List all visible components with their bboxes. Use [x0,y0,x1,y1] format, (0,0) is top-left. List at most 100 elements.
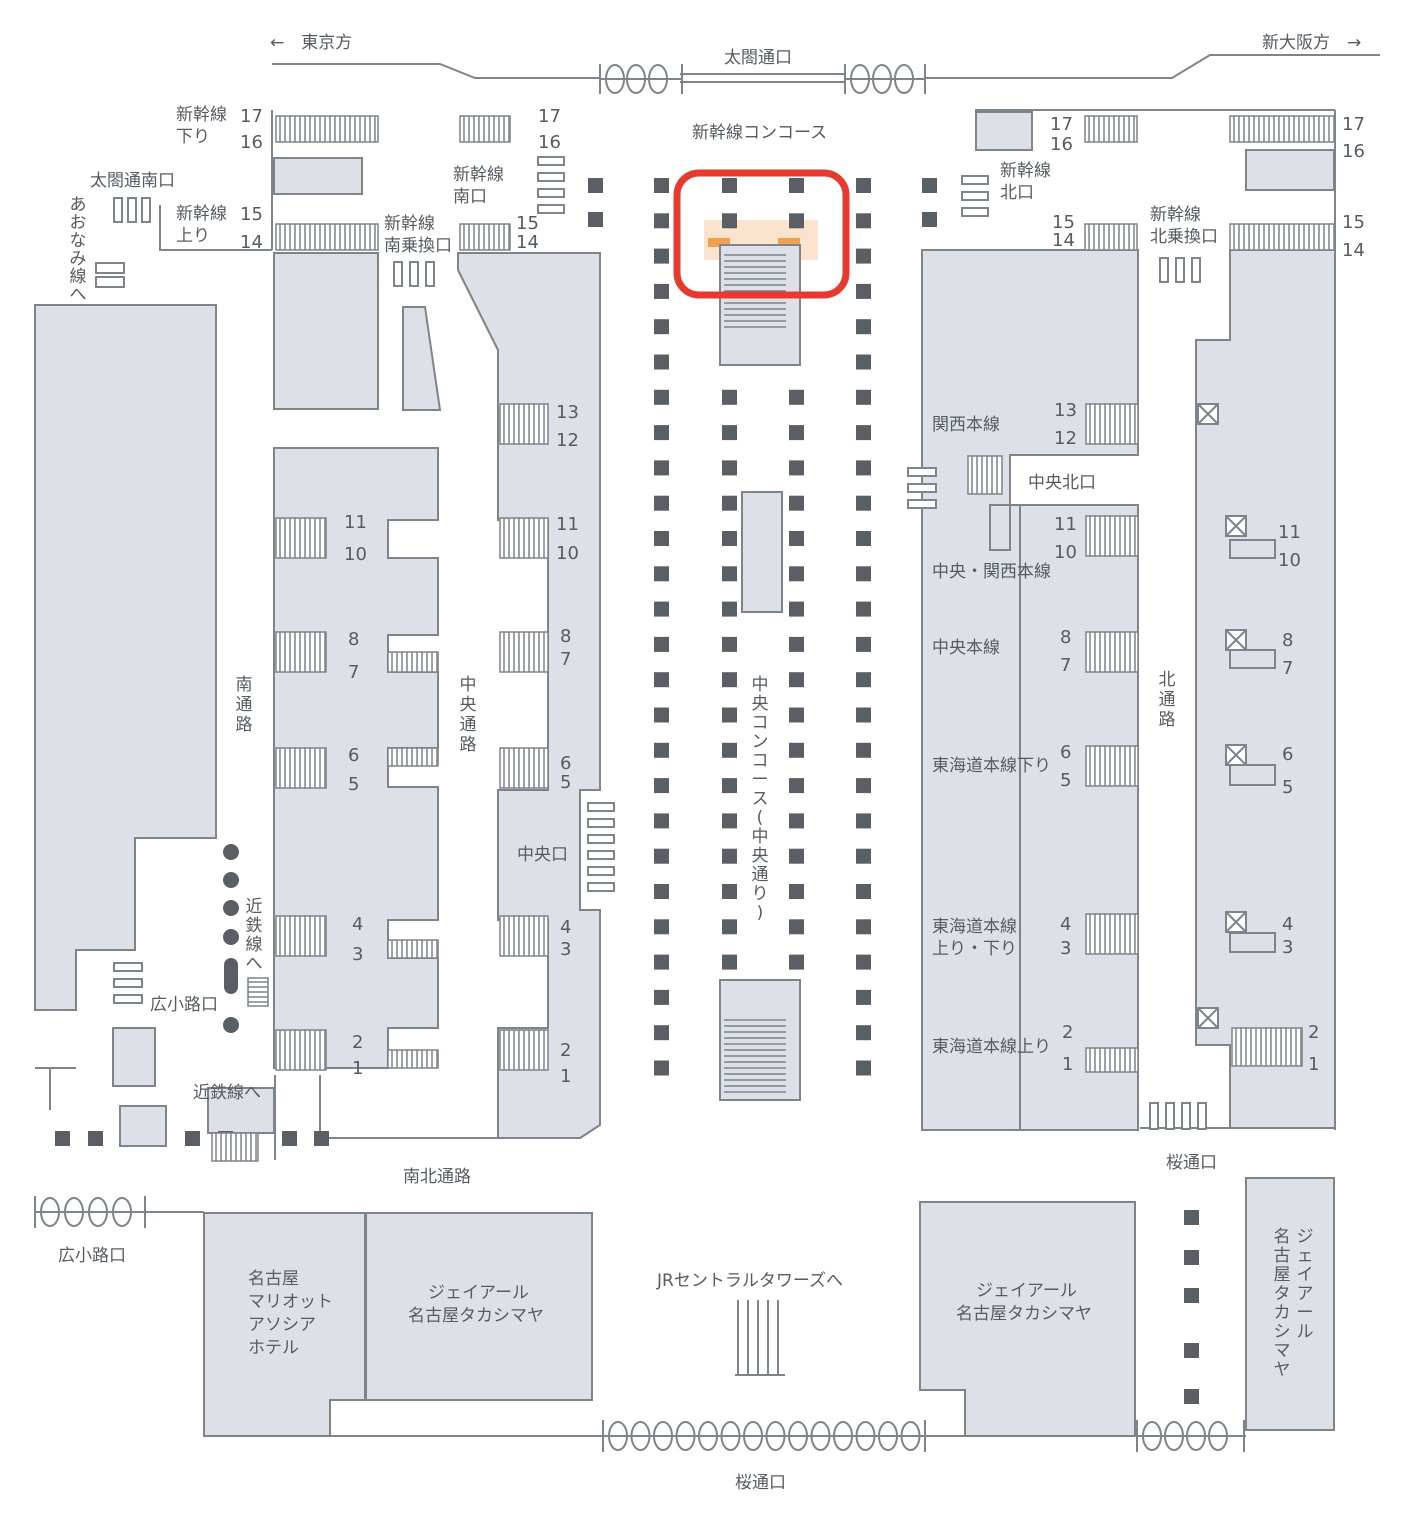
pillar [654,919,669,935]
platform-number: 2 [352,1032,363,1053]
platform-number: 1 [1062,1054,1073,1075]
pillar [856,848,871,864]
pillar [654,778,669,794]
shinkansen-down-label: 新幹線下り [176,104,227,147]
towers-label: JRセントラルタワーズへ [656,1271,843,1291]
pillar [856,495,871,511]
stairs-icon [1085,745,1139,787]
pillar [722,601,737,617]
platform-number: 7 [1282,658,1293,679]
platform-number: 16 [538,132,561,153]
platform-number: 2 [1062,1022,1073,1043]
entrance-sakura-north: 桜通口 [1166,1153,1217,1173]
platform-number: 14 [516,232,539,253]
shinkansen-south-exit-label: 新幹線南口 [453,164,504,207]
pillar [722,884,737,899]
pillar [856,672,871,688]
platform-number: 8 [1282,630,1293,651]
pillar [856,601,871,617]
platform-number: 10 [344,544,367,565]
pillar [654,884,669,899]
platform-number: 3 [1060,938,1071,959]
stairs-icon [275,631,327,673]
entrance-taiko: 太閤通口 [724,48,792,68]
pillar [654,989,669,1005]
pillar [654,248,669,264]
north-blocks [921,111,1336,1131]
platform-number: 2 [1308,1022,1319,1043]
passage-north: 北通路 [1159,670,1176,730]
platform-number: 15 [1342,212,1365,233]
pillar [856,919,871,935]
stairs-icon [275,915,327,957]
stairs-icon [211,1132,259,1162]
pillar [789,884,804,899]
pillar [654,389,669,405]
pillar [789,848,804,864]
platform-number: 10 [1278,550,1301,571]
pillar [722,636,737,652]
pillar [789,954,804,970]
stairs-icon [275,1029,327,1071]
platform-number: 6 [1060,742,1071,763]
shinkansen-up-label: 新幹線上り [176,203,227,246]
platform-number: 5 [1282,777,1293,798]
towers-stairs [735,1300,785,1376]
pillar [654,425,669,441]
pillar [654,954,669,970]
platform-number: 4 [1282,914,1293,935]
platform-number: 3 [560,939,571,960]
pillar [722,848,737,864]
pillar [856,319,871,335]
stairs-icon [499,403,549,445]
platform-number: 1 [560,1066,571,1087]
taiko-gate-west [599,64,683,94]
entrance-hirokoji: 広小路口 [58,1246,126,1266]
pillar [856,178,871,193]
platform-number: 11 [1054,514,1077,535]
pillar [789,919,804,935]
entrance-hirokoji-west: 広小路口 [150,995,218,1015]
stairs-icon [1229,115,1335,143]
pillar [654,354,669,370]
pillar [588,178,603,193]
platform-number: 3 [352,944,363,965]
stairs [211,115,1335,1162]
entrance-central-north: 中央北口 [1028,473,1096,493]
pillar [722,389,737,405]
platform-number: 6 [348,745,359,766]
pillar [722,531,737,546]
sakura-east-gate [1136,1420,1245,1452]
pillar [1184,1250,1199,1265]
stairs-icon [1085,913,1139,955]
platform-number: 16 [1050,134,1073,155]
pillar [282,1131,297,1146]
sakura-gate-ovals [608,1421,921,1451]
pillar [1184,1288,1199,1303]
pillar [789,636,804,652]
pillar [722,813,737,829]
pillar [722,178,737,193]
pillar [856,954,871,970]
pillar [55,1131,70,1146]
pillar [922,178,937,193]
line-chuo-kansai: 中央・関西本線 [932,562,1051,582]
platform-number: 8 [560,626,571,647]
pillar [722,919,737,935]
pillar [654,319,669,335]
platform-number: 7 [560,649,571,670]
pillar [789,495,804,511]
shinkansen-north-exit-label: 新幹線北口 [1000,160,1051,203]
pillar [856,389,871,405]
pillar [856,813,871,829]
passage-north-south: 南北通路 [403,1167,471,1187]
line-tokaido-down: 東海道本線下り [932,756,1051,776]
building-takashimaya-3a: ジェイアール [1297,1227,1314,1342]
kintetsu-markers [223,844,239,1033]
passage-south: 南通路 [236,675,253,735]
stairs-icon [1084,115,1138,143]
pillar [789,178,804,193]
stairs-icon [275,223,379,251]
pillar [789,531,804,546]
platform-number: 17 [240,106,263,127]
